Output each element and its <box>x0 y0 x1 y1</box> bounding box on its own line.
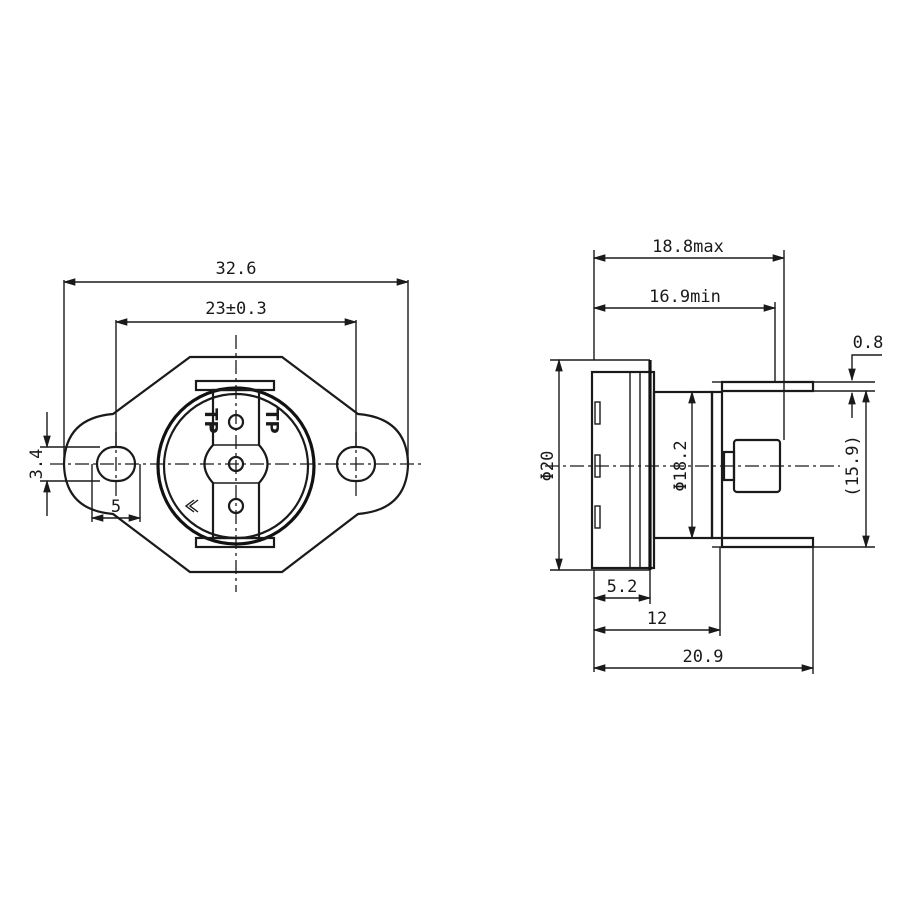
slot-offset-label: 5 <box>111 497 121 517</box>
body-block <box>590 370 656 570</box>
body-outer-circle <box>156 386 316 546</box>
terminal-offset-label: 12 <box>647 609 667 629</box>
overall-length-label: 20.9 <box>683 647 724 667</box>
adjustment-knob <box>732 438 782 494</box>
top-terminal <box>720 380 815 393</box>
right-mounting-slot <box>335 445 377 483</box>
cap-diameter-label: Φ18.2 <box>671 440 691 491</box>
bottom-terminal <box>720 536 815 549</box>
length-max-label: 18.8max <box>652 237 724 257</box>
terminal-thickness-label: 0.8 <box>853 333 884 353</box>
terminal-mark-right: TP <box>261 408 282 433</box>
flange-depth-label: 5.2 <box>607 577 638 597</box>
overall-width-label: 32.6 <box>216 259 257 279</box>
left-mounting-slot <box>95 445 137 483</box>
side-view: 18.8max 16.9min 0.8 (15.9) Φ20 Φ18.2 5.2… <box>538 237 883 674</box>
terminal-mark-left: TP <box>200 408 221 433</box>
terminal-span-label: (15.9) <box>843 435 863 496</box>
front-view: TP TP 32.6 23±0.3 3.4 5 <box>27 259 425 592</box>
slot-height-label: 3.4 <box>27 449 47 480</box>
bottom-rivet <box>227 497 245 515</box>
ground-symbol-icon <box>184 499 199 513</box>
terminal-plate <box>203 388 269 540</box>
body-diameter-label: Φ20 <box>538 451 558 482</box>
hole-spacing-label: 23±0.3 <box>205 299 266 319</box>
top-rivet <box>227 413 245 431</box>
length-min-label: 16.9min <box>649 287 721 307</box>
center-rivet <box>227 455 245 473</box>
